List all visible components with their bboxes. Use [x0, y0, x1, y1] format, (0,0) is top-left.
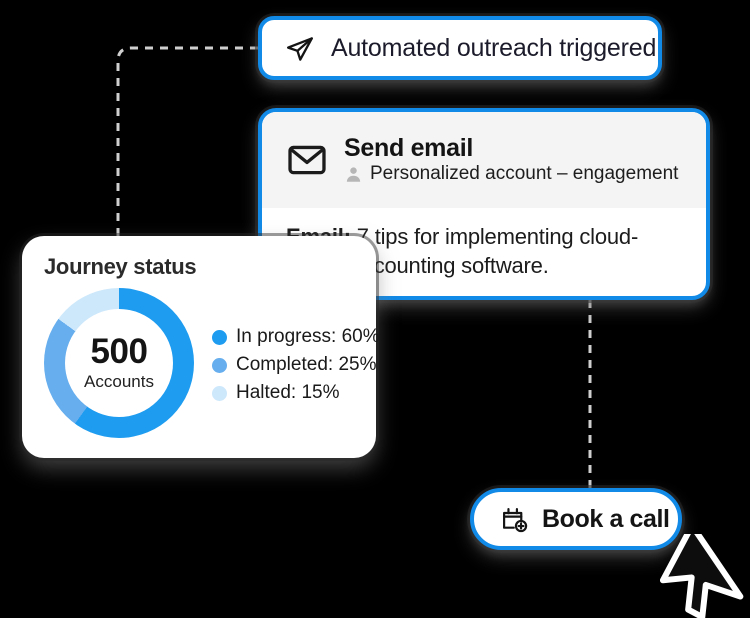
connector-outreach-to-journey: [116, 46, 258, 240]
automated-outreach-pill[interactable]: Automated outreach triggered: [258, 16, 662, 80]
legend-label: Halted: 15%: [236, 382, 340, 403]
legend-swatch: [212, 329, 227, 345]
donut-center-label: Accounts: [84, 372, 154, 391]
legend-swatch: [212, 385, 227, 401]
journey-legend: In progress: 60% Completed: 25% Halted: 15…: [212, 322, 380, 404]
journey-donut-chart: 500 Accounts: [44, 288, 194, 438]
legend-label: In progress: 60%: [236, 326, 380, 347]
email-card-header: Send email Personalized account – engage…: [262, 112, 706, 208]
envelope-icon: [288, 145, 326, 175]
mouse-pointer-icon: [660, 534, 744, 618]
legend-item: Halted: 15%: [212, 382, 380, 404]
outreach-label: Automated outreach triggered: [331, 33, 657, 62]
book-a-call-button[interactable]: Book a call: [470, 488, 682, 550]
email-card-audience: Personalized account – engagement: [370, 163, 679, 184]
send-paper-plane-icon: [286, 36, 313, 61]
email-body-text: 7 tips for implementing cloud-based acco…: [286, 224, 639, 279]
journey-status-card[interactable]: Journey status 500 Accounts In progress:…: [22, 236, 380, 458]
journey-title: Journey status: [44, 254, 197, 279]
person-icon: [346, 166, 361, 182]
donut-center: 500 Accounts: [65, 309, 173, 417]
email-card-audience-row: Personalized account – engagement: [344, 163, 678, 185]
donut-center-value: 500: [90, 332, 148, 371]
calendar-plus-icon: [503, 507, 528, 532]
legend-item: Completed: 25%: [212, 354, 380, 376]
book-a-call-label: Book a call: [542, 504, 670, 533]
legend-item: In progress: 60%: [212, 326, 380, 348]
legend-label: Completed: 25%: [236, 354, 377, 375]
email-card-title: Send email: [344, 134, 473, 162]
legend-swatch: [212, 357, 227, 373]
